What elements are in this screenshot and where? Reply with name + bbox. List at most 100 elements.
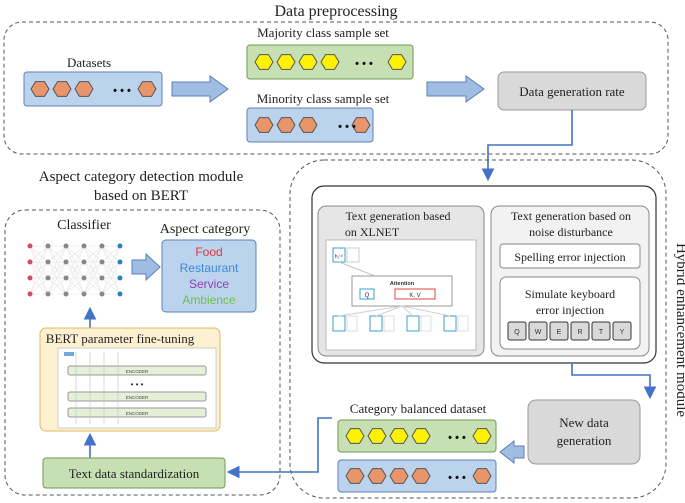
new-data-line2: generation bbox=[557, 433, 612, 448]
noise-title-line2: noise disturbance bbox=[529, 225, 613, 239]
network-node bbox=[45, 275, 51, 281]
hexagon-sample bbox=[74, 81, 94, 97]
network-node bbox=[117, 275, 123, 281]
spelling-label: Spelling error injection bbox=[514, 250, 625, 264]
hexagon-sample bbox=[254, 54, 274, 70]
keyboard-key-label: W bbox=[535, 329, 542, 336]
balanced-blue-ellipsis: • • • bbox=[448, 472, 466, 484]
majority-label: Majority class sample set bbox=[257, 25, 389, 40]
preprocessing-title: Data preprocessing bbox=[274, 3, 397, 20]
keyboard-key bbox=[549, 321, 569, 341]
network-node bbox=[117, 291, 123, 297]
spelling-box bbox=[499, 243, 641, 269]
classifier-network bbox=[27, 243, 123, 297]
network-node bbox=[27, 259, 33, 265]
new-data-box bbox=[527, 399, 641, 465]
keyboard-title-line1: Simulate keyboard bbox=[525, 287, 615, 301]
hexagon-sample bbox=[472, 468, 492, 484]
network-node bbox=[117, 243, 123, 249]
network-edge bbox=[83, 261, 103, 295]
network-edge bbox=[101, 261, 121, 295]
standardization-box bbox=[42, 457, 226, 489]
hexagon-sample bbox=[276, 117, 296, 133]
encoder-layer-label: ENCODER bbox=[126, 395, 149, 400]
hexagon-sample bbox=[30, 81, 50, 97]
rate-label: Data generation rate bbox=[519, 84, 625, 99]
keyboard-key-label: Y bbox=[620, 329, 625, 336]
category-restaurant: Restaurant bbox=[180, 261, 239, 275]
xlnet-link bbox=[401, 305, 414, 317]
network-node bbox=[27, 275, 33, 281]
xlnet-kv-label: K, V bbox=[409, 293, 420, 299]
network-edge bbox=[101, 245, 121, 279]
keyboard-key bbox=[591, 321, 611, 341]
xlnet-link bbox=[338, 305, 403, 317]
hexagon-sample bbox=[411, 468, 431, 484]
hexagon-sample bbox=[389, 428, 409, 444]
network-edge bbox=[83, 245, 103, 279]
majority-hexagons bbox=[254, 54, 407, 70]
xlnet-token bbox=[383, 315, 395, 332]
category-box bbox=[161, 239, 257, 313]
aspect-title-line1: Aspect category detection module bbox=[39, 169, 244, 185]
bert-label: BERT parameter fine-tuning bbox=[46, 331, 195, 346]
xlnet-link bbox=[401, 305, 451, 317]
network-edge bbox=[101, 245, 121, 295]
category-service: Service bbox=[189, 277, 229, 291]
minority-hexagons bbox=[254, 117, 371, 133]
majority-ellipsis: • • • bbox=[355, 58, 373, 70]
category-ambience: Ambience bbox=[182, 293, 236, 307]
network-node bbox=[99, 259, 105, 265]
xlnet-bottom-tokens bbox=[332, 305, 469, 332]
encoder-layer-label: ENCODER bbox=[126, 369, 149, 374]
network-node bbox=[99, 243, 105, 249]
hexagon-sample bbox=[52, 81, 72, 97]
network-edge bbox=[83, 277, 103, 295]
xlnet-q-label: Q bbox=[365, 293, 370, 299]
network-edge bbox=[65, 245, 85, 279]
hybrid-inner-frame bbox=[311, 185, 657, 364]
network-edge bbox=[47, 261, 67, 295]
standardization-label: Text data standardization bbox=[69, 466, 200, 481]
network-node bbox=[45, 243, 51, 249]
xlnet-token bbox=[406, 315, 420, 332]
xlnet-attention-label: Attention bbox=[390, 281, 415, 287]
network-edge bbox=[47, 245, 67, 279]
datasets-ellipsis: • • • bbox=[113, 85, 131, 97]
arrow-balanced-to-standardization bbox=[226, 417, 332, 479]
category-label: Aspect category bbox=[160, 222, 251, 237]
xlnet-top-token-2 bbox=[346, 247, 360, 263]
preprocessing-region bbox=[3, 21, 669, 155]
network-edge bbox=[47, 277, 67, 295]
network-node bbox=[99, 291, 105, 297]
network-node bbox=[81, 243, 87, 249]
network-edge bbox=[29, 261, 49, 295]
balanced-blue-hexagons bbox=[345, 468, 492, 484]
cls-token bbox=[64, 352, 74, 356]
network-edge bbox=[47, 245, 67, 263]
network-edge bbox=[83, 245, 103, 263]
network-node bbox=[45, 291, 51, 297]
balanced-label: Category balanced dataset bbox=[350, 401, 487, 416]
hexagon-sample bbox=[345, 428, 365, 444]
hexagon-sample bbox=[411, 428, 431, 444]
keyboard-key-label: R bbox=[577, 329, 582, 336]
network-node bbox=[27, 291, 33, 297]
balanced-green-ellipsis: • • • bbox=[448, 432, 466, 444]
keyboard-key-label: T bbox=[599, 329, 604, 336]
encoder-layer bbox=[67, 365, 207, 376]
arrow-rate-to-hybrid bbox=[481, 110, 573, 182]
encoder-layer bbox=[67, 407, 207, 418]
network-edge bbox=[65, 245, 85, 263]
keyboard-key-label: Q bbox=[514, 329, 520, 336]
datasets-label: Datasets bbox=[67, 55, 111, 70]
network-edge bbox=[29, 245, 49, 295]
arrow-sets-to-rate bbox=[426, 75, 485, 103]
xlnet-title-line1: Text generation based bbox=[345, 209, 450, 223]
hexagon-sample bbox=[367, 428, 387, 444]
network-node bbox=[63, 275, 69, 281]
network-edge bbox=[29, 245, 49, 279]
